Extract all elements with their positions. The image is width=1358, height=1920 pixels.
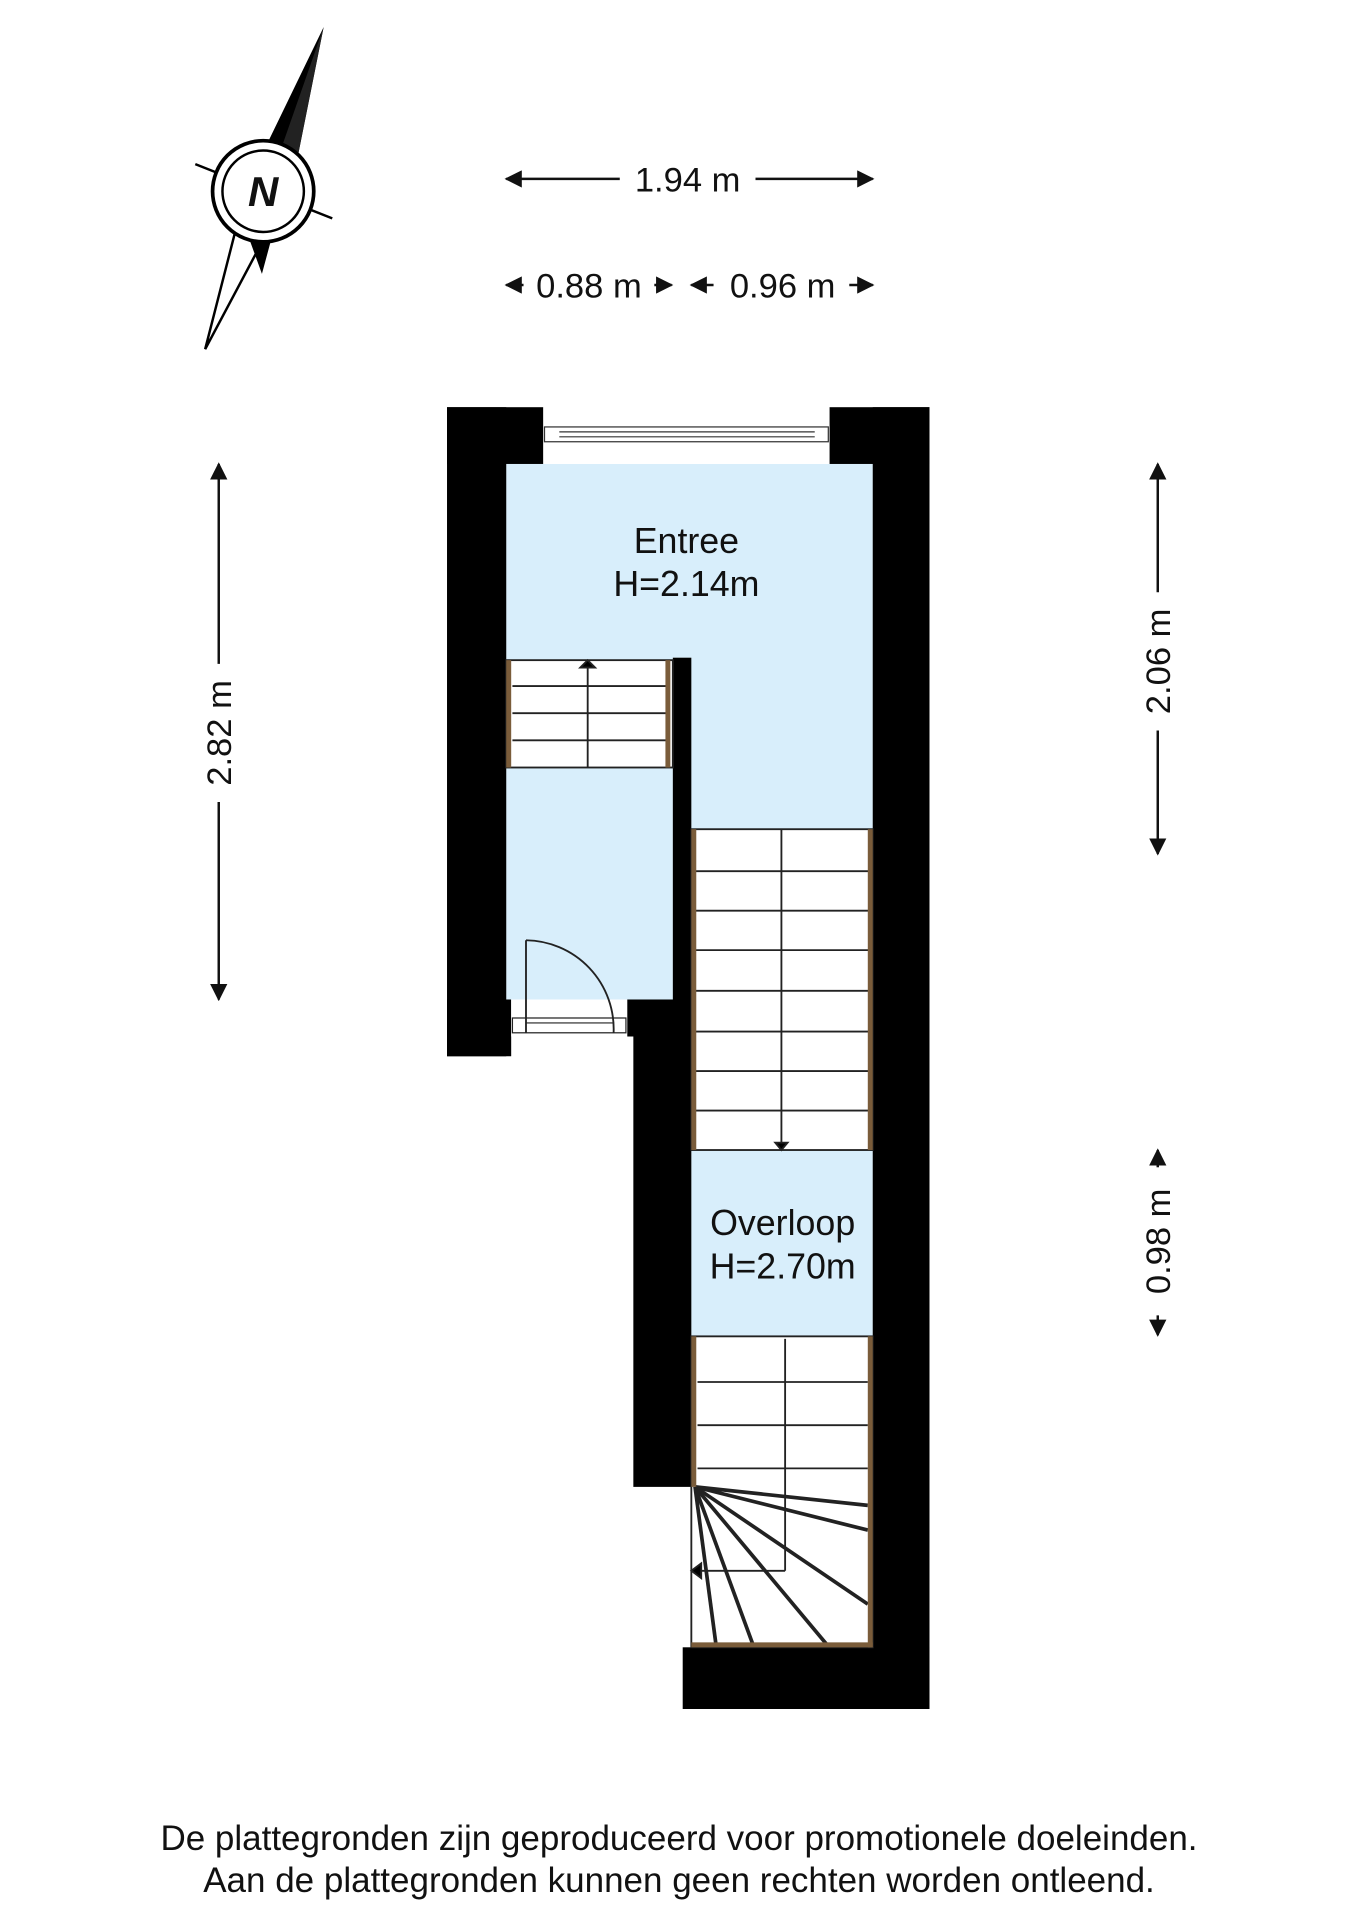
room-overloop: [691, 1150, 873, 1337]
stairs-main: [690, 828, 874, 1152]
svg-text:0.98 m: 0.98 m: [1140, 1189, 1178, 1295]
compass-label: N: [248, 168, 279, 215]
window-top: [543, 407, 830, 464]
disclaimer: De plattegronden zijn geproduceerd voor …: [0, 1818, 1358, 1902]
dimension-height-right-upper: 2.06 m: [1140, 462, 1178, 856]
svg-text:0.88 m: 0.88 m: [536, 267, 642, 305]
stairs-lower: [689, 1335, 874, 1649]
room-height-overloop: H=2.70m: [710, 1246, 856, 1286]
dimension-height-right-lower: 0.98 m: [1140, 1148, 1178, 1337]
room-label-overloop: Overloop: [710, 1203, 855, 1243]
room-label-entree: Entree: [634, 521, 739, 561]
svg-text:1.94 m: 1.94 m: [635, 161, 741, 199]
svg-text:0.96 m: 0.96 m: [730, 267, 836, 305]
disclaimer-line-2: Aan de plattegronden kunnen geen rechten…: [203, 1861, 1155, 1900]
svg-text:2.82 m: 2.82 m: [201, 680, 239, 786]
dimension-width-right: 0.96 m: [689, 267, 875, 305]
room-height-entree: H=2.14m: [613, 564, 759, 604]
svg-text:2.06 m: 2.06 m: [1140, 609, 1178, 715]
dimension-height-left: 2.82 m: [201, 462, 239, 1002]
walls: [447, 407, 930, 1709]
front-door[interactable]: [511, 939, 628, 1037]
compass-north-icon: N: [194, 27, 333, 350]
dimension-total-width: 1.94 m: [504, 161, 875, 199]
room-entree: [506, 463, 873, 1000]
stairs-small: [505, 658, 674, 769]
disclaimer-line-1: De plattegronden zijn geproduceerd voor …: [160, 1819, 1198, 1858]
dimension-width-left: 0.88 m: [504, 267, 674, 305]
